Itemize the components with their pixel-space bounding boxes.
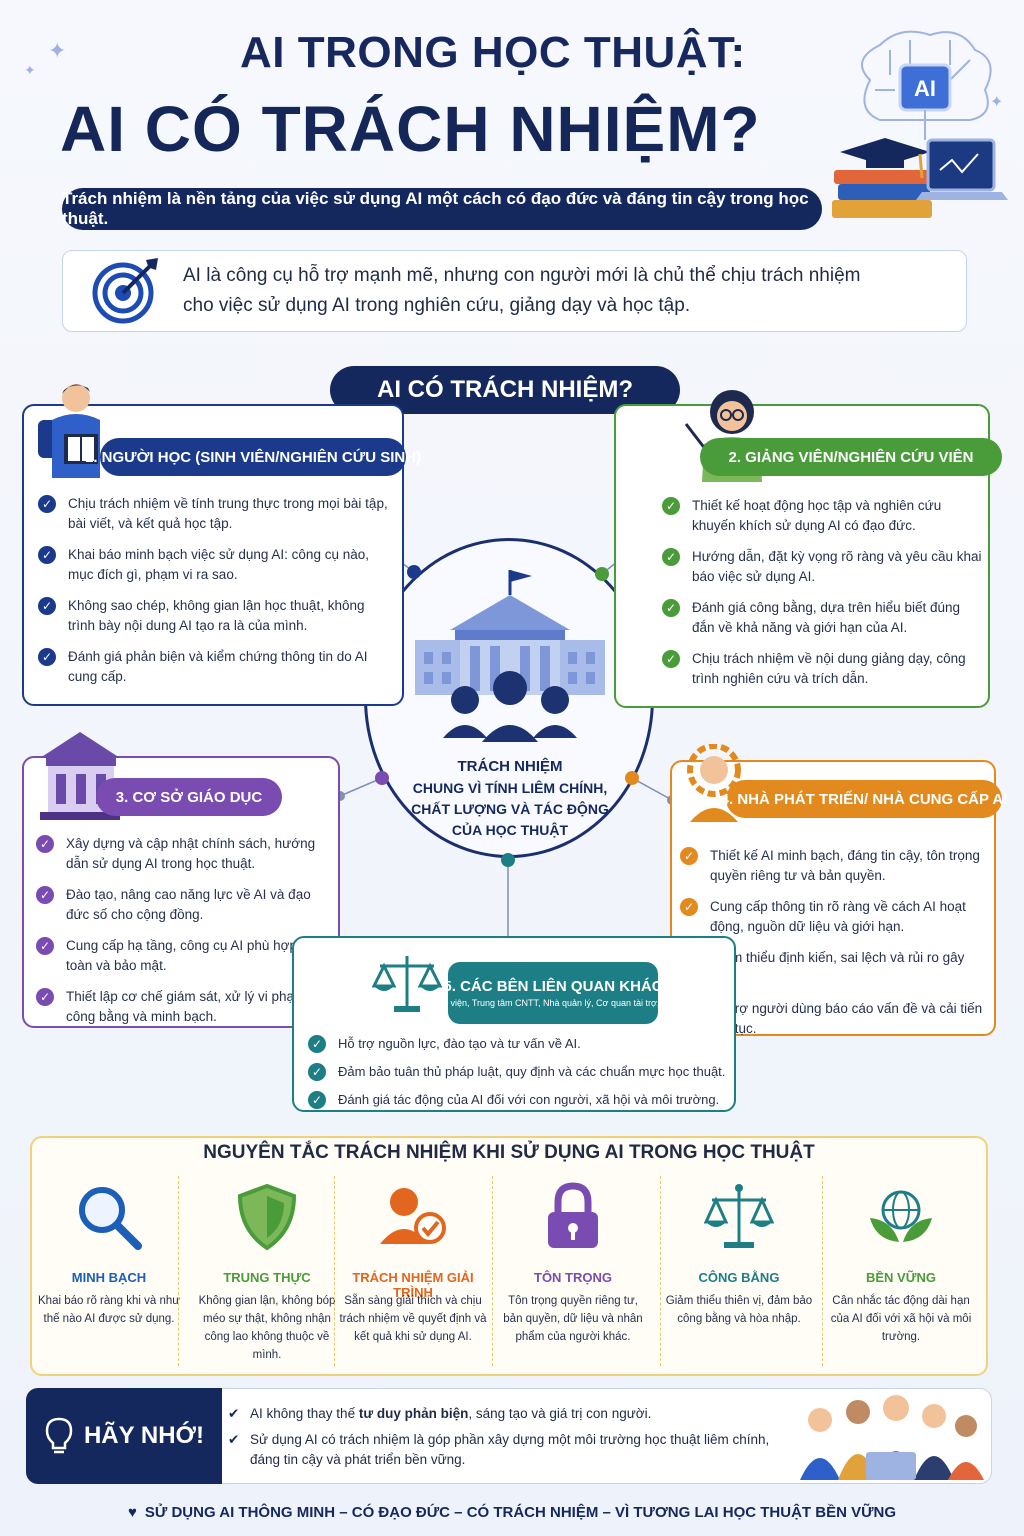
divider	[492, 1176, 493, 1366]
principle-transparency: MINH BẠCH Khai báo rõ ràng khi và như th…	[30, 1176, 188, 1372]
institution-building-icon	[40, 732, 120, 820]
people-group-illustration	[800, 1395, 984, 1480]
page-title-line2: AI CÓ TRÁCH NHIỆM?	[60, 93, 761, 165]
divider	[334, 1176, 335, 1366]
card-other-stakeholders-label: 5. CÁC BÊN LIÊN QUAN KHÁC (Thư viện, Tru…	[428, 962, 678, 1024]
divider	[822, 1176, 823, 1366]
lightbulb-icon	[45, 1417, 73, 1454]
sparkle-icon: ✦	[24, 62, 36, 78]
target-icon	[92, 258, 158, 324]
check-icon: ✓	[36, 835, 54, 853]
sparkle-icon: ✦	[990, 94, 1004, 111]
card-institutions-label: 3. CƠ SỞ GIÁO DỤC	[96, 778, 282, 816]
principles-title: NGUYÊN TẮC TRÁCH NHIỆM KHI SỬ DỤNG AI TR…	[203, 1142, 815, 1163]
principle-fairness: CÔNG BẰNG Giảm thiểu thiên vị, đảm bảo c…	[660, 1176, 818, 1372]
intro-text: AI là công cụ hỗ trợ mạnh mẽ, nhưng con …	[183, 265, 861, 316]
list-item: ✓Đánh giá công bằng, dựa trên hiểu biết …	[662, 598, 982, 638]
check-icon: ✓	[38, 648, 56, 666]
divider	[178, 1176, 179, 1366]
check-icon: ✓	[36, 988, 54, 1006]
list-item: ✓Hỗ trợ nguồn lực, đào tạo và tư vấn về …	[308, 1034, 738, 1054]
divider	[660, 1176, 661, 1366]
scales-icon	[372, 956, 442, 1012]
list-item: ✓Cung cấp thông tin rõ ràng về cách AI h…	[680, 897, 986, 937]
node-dot-green	[595, 567, 609, 581]
ai-books-laptop-illustration: AI	[832, 30, 1008, 218]
card-lecturers-label: 2. GIẢNG VIÊN/NGHIÊN CỨU VIÊN	[700, 438, 1002, 476]
person-check-icon	[380, 1188, 446, 1244]
check-icon: ✓	[662, 599, 680, 617]
card-ai-providers-label: 4. NHÀ PHÁT TRIỂN/ NHÀ CUNG CẤP AI	[721, 780, 1007, 818]
list-item: ✓Không sao chép, không gian lận học thuậ…	[38, 596, 388, 636]
check-icon: ✓	[308, 1063, 326, 1081]
check-icon: ✓	[680, 898, 698, 916]
university-community-icon	[415, 570, 605, 742]
list-item: ✓Đánh giá tác động của AI đối với con ng…	[308, 1090, 738, 1110]
list-item: ✓Cung cấp hạ tầng, công cụ AI phù hợp, a…	[36, 936, 336, 976]
heart-icon: ♥	[127, 1504, 137, 1521]
footer-slogan: ♥SỬ DỤNG AI THÔNG MINH – CÓ ĐẠO ĐỨC – CÓ…	[127, 1504, 897, 1521]
student-icon	[38, 384, 100, 478]
check-icon: ✓	[38, 546, 56, 564]
page-title-line1: AI TRONG HỌC THUẬT:	[240, 28, 746, 77]
node-dot-teal	[501, 853, 515, 867]
principle-sustainability: BỀN VỮNG Cân nhắc tác động dài hạn của A…	[822, 1176, 980, 1372]
check-icon: ✓	[308, 1091, 326, 1109]
learners-list: ✓Chịu trách nhiệm về tính trung thực tro…	[38, 494, 388, 698]
list-item: ✓Chịu trách nhiệm về tính trung thực tro…	[38, 494, 388, 534]
list-item: ✓Thiết kế AI minh bạch, đáng tin cậy, tô…	[680, 846, 986, 886]
checkmark-icon: ✔	[228, 1432, 240, 1447]
scales-icon	[704, 1184, 774, 1248]
lecturers-list: ✓Thiết kế hoạt động học tập và nghiên cứ…	[662, 496, 982, 700]
subtitle-banner: Trách nhiệm là nền tảng của việc sử dụng…	[62, 188, 822, 230]
center-title: TRÁCH NHIỆM	[457, 758, 563, 775]
center-subtitle: CHUNG VÌ TÍNH LIÊM CHÍNH, CHẤT LƯỢNG VÀ …	[411, 780, 609, 838]
remember-tag: HÃY NHỚ!	[26, 1388, 222, 1484]
list-item: ✔AI không thay thế tư duy phản biện, sán…	[228, 1404, 788, 1424]
check-icon: ✓	[36, 886, 54, 904]
principle-accountability: TRÁCH NHIỆM GIẢI TRÌNH Sẵn sàng giải thí…	[334, 1176, 492, 1372]
check-icon: ✓	[662, 497, 680, 515]
globe-leaf-icon	[870, 1190, 932, 1242]
lock-icon	[548, 1182, 598, 1248]
list-item: ✓Chịu trách nhiệm về nội dung giảng dạy,…	[662, 649, 982, 689]
checkmark-icon: ✔	[228, 1406, 240, 1421]
check-icon: ✓	[38, 597, 56, 615]
check-icon: ✓	[308, 1035, 326, 1053]
magnifier-icon	[79, 1187, 142, 1250]
shield-icon	[237, 1183, 297, 1251]
list-item: ✓Khai báo minh bạch việc sử dụng AI: côn…	[38, 545, 388, 585]
check-icon: ✓	[680, 847, 698, 865]
check-icon: ✓	[662, 548, 680, 566]
check-icon: ✓	[38, 495, 56, 513]
list-item: ✓Hướng dẫn, đặt kỳ vọng rõ ràng và yêu c…	[662, 547, 982, 587]
principles-panel	[30, 1136, 988, 1376]
institutions-list: ✓Xây dựng và cập nhật chính sách, hướng …	[36, 834, 336, 1038]
ai-badge-text: AI	[914, 76, 936, 101]
list-item: ✓Thiết lập cơ chế giám sát, xử lý vi phạ…	[36, 987, 336, 1027]
card-learners-label: 1. NGƯỜI HỌC (SINH VIÊN/NGHIÊN CỨU SINH)	[85, 438, 421, 476]
node-dot-blue	[407, 565, 421, 579]
list-item: ✓Thiết kế hoạt động học tập và nghiên cứ…	[662, 496, 982, 536]
list-item: ✓Đào tạo, nâng cao năng lực về AI và đạo…	[36, 885, 336, 925]
principle-honesty: TRUNG THỰC Không gian lận, không bóp méo…	[188, 1176, 346, 1372]
intro-box: AI là công cụ hỗ trợ mạnh mẽ, nhưng con …	[62, 250, 967, 332]
list-item: ✓Đảm bảo tuân thủ pháp luật, quy định và…	[308, 1062, 738, 1082]
node-dot-purple	[375, 771, 389, 785]
list-item: ✓Đánh giá phản biện và kiểm chứng thông …	[38, 647, 388, 687]
list-item: ✓Xây dựng và cập nhật chính sách, hướng …	[36, 834, 336, 874]
sparkle-icon: ✦	[48, 38, 67, 63]
developer-gear-icon	[687, 744, 741, 822]
check-icon: ✓	[662, 650, 680, 668]
list-item: ✔Sử dụng AI có trách nhiệm là góp phần x…	[228, 1432, 770, 1467]
principle-respect: TÔN TRỌNG Tôn trọng quyền riêng tư, bản …	[494, 1176, 652, 1372]
remember-list: ✔AI không thay thế tư duy phản biện, sán…	[228, 1404, 788, 1476]
check-icon: ✓	[36, 937, 54, 955]
node-dot-orange	[625, 771, 639, 785]
other-stakeholders-list: ✓Hỗ trợ nguồn lực, đào tạo và tư vấn về …	[308, 1034, 738, 1118]
